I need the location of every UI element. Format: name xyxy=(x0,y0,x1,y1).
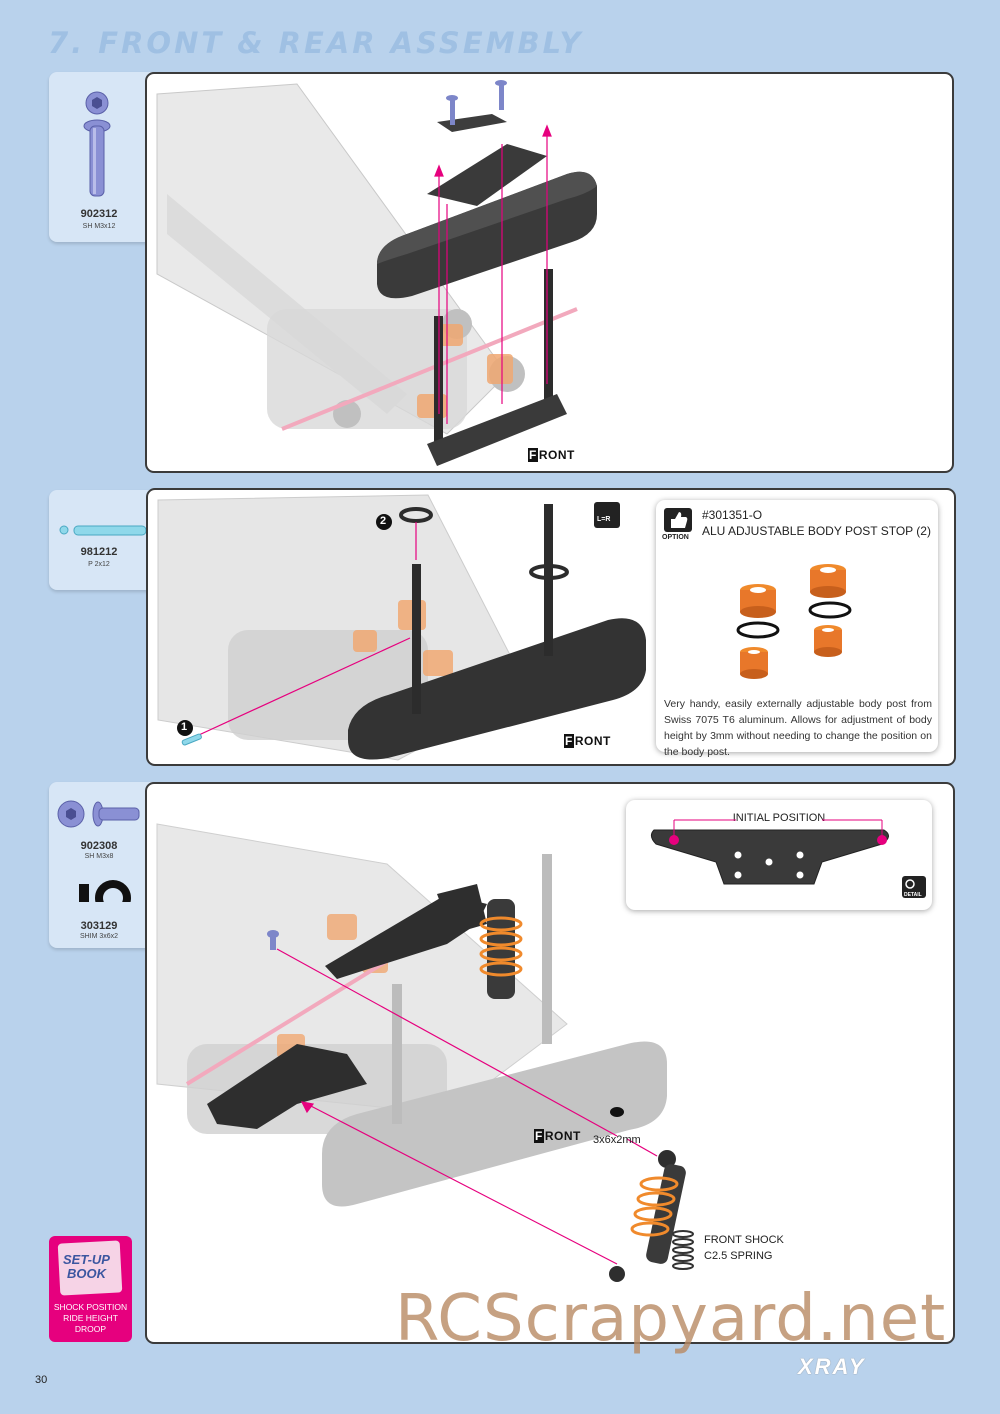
initial-position-title: INITIAL POSITION xyxy=(732,812,826,824)
initial-position-detail: INITIAL POSITION DETAIL xyxy=(626,800,932,910)
step1-parts-tab: 902312 SH M3x12 xyxy=(49,72,161,242)
front-label-rest: RONT xyxy=(544,1129,581,1143)
setup-item: DROOP xyxy=(74,1324,107,1334)
part-code: 981212 xyxy=(80,546,118,558)
front-label-rest: RONT xyxy=(538,448,575,462)
option-part-number: #301351-O xyxy=(702,508,763,522)
step3-parts-tab: 902308 SH M3x8 303129 SHIM 3x6x2 xyxy=(49,782,161,948)
part-desc: SH M3x8 xyxy=(84,853,114,860)
step2-assembly-illustration xyxy=(157,494,646,761)
page-number: 30 xyxy=(35,1374,48,1386)
step2-parts-tab: 981212 P 2x12 xyxy=(49,490,161,590)
detail-badge-label: DETAIL xyxy=(904,892,922,898)
carbon-plate-illustration xyxy=(650,819,926,898)
option-thumb-icon xyxy=(664,508,692,532)
step3-assembly-illustration xyxy=(156,823,694,1282)
marker-1: 1 xyxy=(181,721,188,733)
part-code: 902312 xyxy=(80,208,118,220)
option-description: Very handy, easily externally adjustable… xyxy=(664,698,932,758)
setup-item: RIDE HEIGHT xyxy=(63,1313,118,1323)
part-desc: SHIM 3x6x2 xyxy=(79,933,119,940)
option-part-box: OPTION #301351-O ALU ADJUSTABLE BODY POS… xyxy=(656,500,938,758)
part-desc: SH M3x12 xyxy=(82,223,116,230)
front-label-initial: F xyxy=(564,734,574,748)
watermark: RCScrapyard.net xyxy=(395,1282,947,1356)
setup-book-title-2: BOOK xyxy=(67,1266,106,1281)
brand-logo: XRAY xyxy=(798,1354,866,1379)
lr-symmetry-badge: L=R xyxy=(597,516,611,523)
setup-book-title-1: SET-UP xyxy=(63,1252,110,1267)
pin-icon xyxy=(59,525,147,536)
part-desc: P 2x12 xyxy=(88,561,110,568)
setup-item: SHOCK POSITION xyxy=(53,1302,128,1312)
option-part-title: ALU ADJUSTABLE BODY POST STOP (2) xyxy=(702,524,931,538)
setup-book-reference: SET-UP BOOK SHOCK POSITION RIDE HEIGHT D… xyxy=(49,1236,132,1342)
part-code: 902308 xyxy=(80,840,118,852)
marker-2: 2 xyxy=(380,515,387,527)
page-title: 7. FRONT & REAR ASSEMBLY xyxy=(48,26,584,60)
front-label-rest: RONT xyxy=(574,734,611,748)
part-code: 303129 xyxy=(80,920,118,932)
front-shock-label: FRONT SHOCK xyxy=(704,1234,784,1246)
front-label-initial: F xyxy=(534,1129,544,1143)
spring-label: C2.5 SPRING xyxy=(704,1250,773,1262)
step1-assembly-illustration xyxy=(156,80,597,466)
front-label-initial: F xyxy=(528,448,538,462)
screw-icon xyxy=(83,91,111,197)
option-badge-label: OPTION xyxy=(662,534,689,541)
shim-size-label: 3x6x2mm xyxy=(593,1134,641,1146)
setup-items: SHOCK POSITION RIDE HEIGHT DROOP xyxy=(49,1302,132,1335)
alu-post-stop-illustration xyxy=(736,564,852,679)
